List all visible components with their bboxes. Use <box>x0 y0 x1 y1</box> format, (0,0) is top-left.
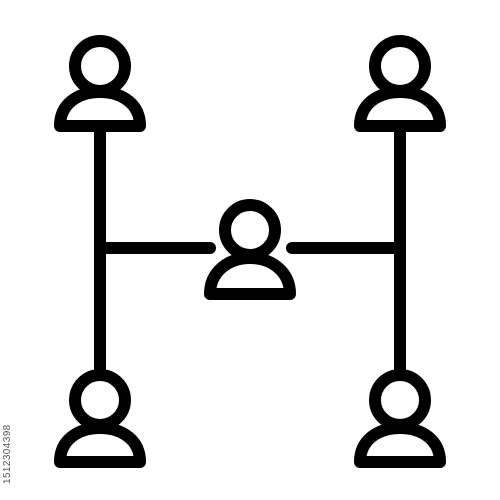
person-icon-top-right <box>354 35 446 132</box>
stock-id-label: 1512304398 <box>2 424 13 484</box>
person-icon-bottom-left <box>54 369 146 468</box>
person-icon-bottom-right <box>354 369 446 468</box>
person-icon-center <box>204 199 296 300</box>
person-icon-top-left <box>54 35 146 132</box>
